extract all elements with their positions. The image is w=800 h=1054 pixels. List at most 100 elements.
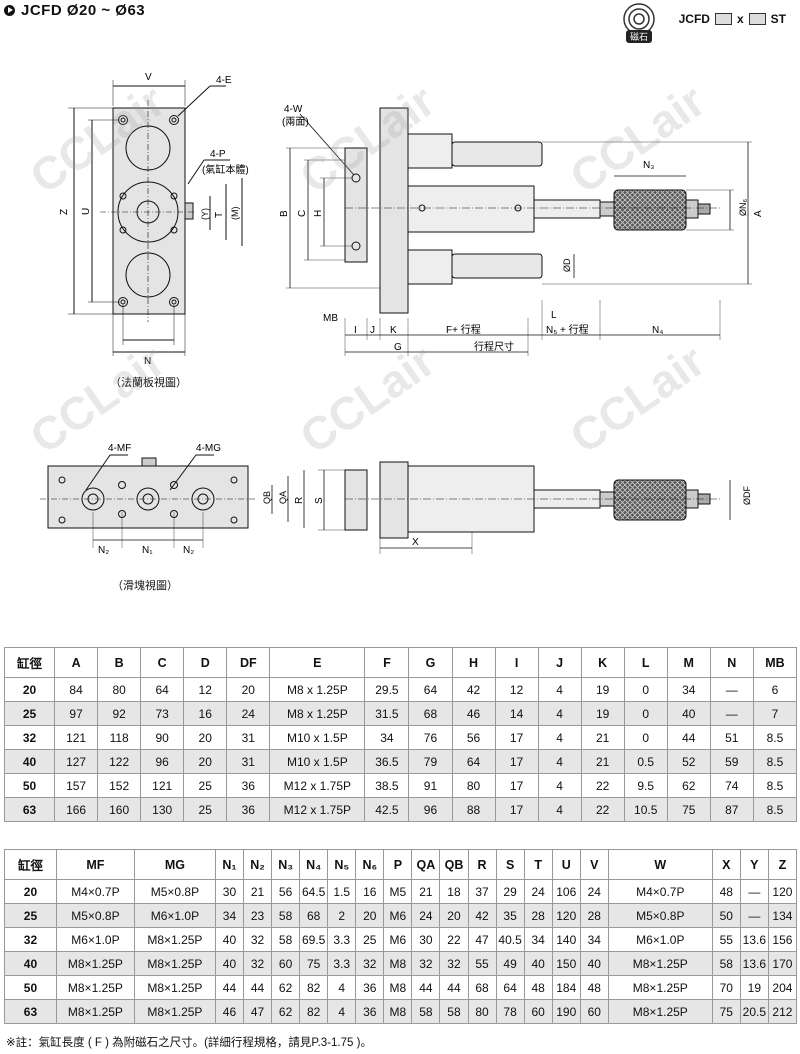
table-cell: 122 bbox=[97, 749, 142, 774]
column-header: X bbox=[711, 849, 741, 880]
caption-flange: （法蘭板視圖） bbox=[110, 377, 187, 389]
table-cell: 20 bbox=[226, 677, 271, 702]
table-cell: 160 bbox=[97, 797, 142, 822]
table-cell: 4 bbox=[327, 975, 357, 1000]
table-cell: 29 bbox=[495, 879, 525, 904]
table-cell: 47 bbox=[243, 999, 273, 1024]
table-cell: M8×1.25P bbox=[55, 999, 135, 1024]
column-header: Y bbox=[739, 849, 769, 880]
column-header: N₂ bbox=[243, 849, 273, 880]
table-cell: M8×1.25P bbox=[607, 951, 713, 976]
dim-z: Z bbox=[59, 209, 70, 215]
caption-slide: （滑塊視圖） bbox=[112, 580, 178, 592]
column-header: E bbox=[269, 647, 366, 678]
table-cell: 75 bbox=[299, 951, 329, 976]
table-cell: 17 bbox=[494, 749, 539, 774]
dim-c: C bbox=[297, 210, 308, 217]
flange-view bbox=[68, 80, 243, 356]
table-cell: M5×0.8P bbox=[55, 903, 135, 928]
table-cell: 44 bbox=[243, 975, 273, 1000]
column-header: MG bbox=[133, 849, 216, 880]
table-cell: 96 bbox=[408, 797, 453, 822]
table-cell: M8 x 1.25P bbox=[269, 677, 366, 702]
table-cell: 64 bbox=[451, 749, 496, 774]
table-cell: 190 bbox=[551, 999, 581, 1024]
table-cell: 22 bbox=[580, 773, 625, 798]
technical-drawing: V 4-E 4-P (氣缸本體) Z U (Y) T (M) N bbox=[40, 72, 764, 556]
table-cell: 80 bbox=[467, 999, 497, 1024]
column-header: V bbox=[579, 849, 609, 880]
dim-n: N bbox=[144, 356, 151, 367]
table-cell: 52 bbox=[666, 749, 711, 774]
table-cell: 3.3 bbox=[327, 927, 357, 952]
label-4p: 4-P bbox=[210, 149, 226, 160]
column-header: H bbox=[451, 647, 496, 678]
dim-d: ØD bbox=[562, 258, 572, 272]
column-header: N₁ bbox=[214, 849, 245, 880]
column-header: DF bbox=[226, 647, 271, 678]
table-cell: 44 bbox=[411, 975, 441, 1000]
table-cell: 34 bbox=[523, 927, 553, 952]
table-cell: 13.6 bbox=[739, 927, 769, 952]
bore-cell: 32 bbox=[3, 725, 56, 750]
table-cell: 4 bbox=[537, 725, 582, 750]
column-header: MB bbox=[752, 647, 798, 678]
table-cell: 42 bbox=[467, 903, 497, 928]
table-cell: 8.5 bbox=[752, 749, 798, 774]
table-cell: 156 bbox=[767, 927, 798, 952]
table-cell: 134 bbox=[767, 903, 798, 928]
badge-label: 磁石 bbox=[630, 31, 648, 42]
bore-cell: 32 bbox=[4, 927, 57, 952]
bore-cell: 25 bbox=[4, 903, 57, 928]
table-cell: M8×1.25P bbox=[607, 999, 713, 1024]
table-cell: 170 bbox=[767, 951, 798, 976]
table-cell: 64 bbox=[495, 975, 525, 1000]
table-cell: 28 bbox=[523, 903, 553, 928]
table-cell: 118 bbox=[97, 725, 142, 750]
table-cell: 120 bbox=[551, 903, 581, 928]
table-cell: 56 bbox=[451, 725, 496, 750]
column-header: I bbox=[494, 647, 539, 678]
table-cell: 25 bbox=[183, 773, 228, 798]
table-cell: 48 bbox=[523, 975, 553, 1000]
dim-x: X bbox=[412, 537, 419, 548]
table-cell: 44 bbox=[666, 725, 711, 750]
column-header: 缸徑 bbox=[4, 849, 57, 880]
table-cell: 60 bbox=[271, 951, 301, 976]
table-cell: 80 bbox=[451, 773, 496, 798]
table-cell: 150 bbox=[551, 951, 581, 976]
column-header: W bbox=[607, 849, 713, 880]
column-header: P bbox=[383, 849, 413, 880]
bore-cell: 63 bbox=[4, 999, 57, 1024]
table-cell: 96 bbox=[140, 749, 185, 774]
model-sep: x bbox=[736, 12, 744, 26]
model-suffix: ST bbox=[770, 12, 786, 26]
table-cell: 62 bbox=[271, 999, 301, 1024]
dim-l: L bbox=[551, 310, 557, 321]
table-cell: 204 bbox=[767, 975, 798, 1000]
dim-g: G bbox=[394, 342, 402, 353]
table-cell: 30 bbox=[411, 927, 441, 952]
table-cell: 69.5 bbox=[299, 927, 329, 952]
model-code: JCFD x ST bbox=[679, 12, 786, 26]
table-cell: 79 bbox=[408, 749, 453, 774]
table-cell: 36 bbox=[226, 797, 271, 822]
table-cell: 121 bbox=[54, 725, 99, 750]
table-cell: 0 bbox=[623, 677, 668, 702]
table-cell: 46 bbox=[214, 999, 245, 1024]
table-cell: 70 bbox=[711, 975, 741, 1000]
model-blank-2 bbox=[748, 13, 766, 25]
table-cell: 24 bbox=[411, 903, 441, 928]
table-cell: 73 bbox=[140, 701, 185, 726]
column-header: QA bbox=[411, 849, 441, 880]
table-cell: M6×1.0P bbox=[55, 927, 135, 952]
column-header: C bbox=[140, 647, 185, 678]
table-cell: 80 bbox=[97, 677, 142, 702]
table-cell: 20.5 bbox=[739, 999, 769, 1024]
table-cell: 40 bbox=[523, 951, 553, 976]
table-cell: 0.5 bbox=[623, 749, 668, 774]
table-cell: 20 bbox=[183, 749, 228, 774]
